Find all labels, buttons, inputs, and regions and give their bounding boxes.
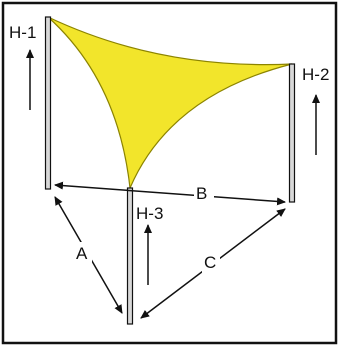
- label-a: A: [76, 244, 88, 263]
- label-c: C: [204, 253, 216, 272]
- label-b: B: [196, 184, 207, 203]
- post-h3: [126, 187, 134, 325]
- dimension-arrow-b: [54, 181, 286, 206]
- label-h3: H-3: [136, 204, 163, 223]
- label-bg-c: [202, 251, 220, 273]
- label-h2: H-2: [302, 65, 329, 84]
- post-h2: [288, 63, 296, 203]
- label-bg-a: [74, 242, 92, 264]
- post-h1: [44, 16, 52, 190]
- label-h1: H-1: [9, 23, 36, 42]
- label-bg-b: [194, 182, 214, 204]
- shade-sail: [47, 16, 293, 191]
